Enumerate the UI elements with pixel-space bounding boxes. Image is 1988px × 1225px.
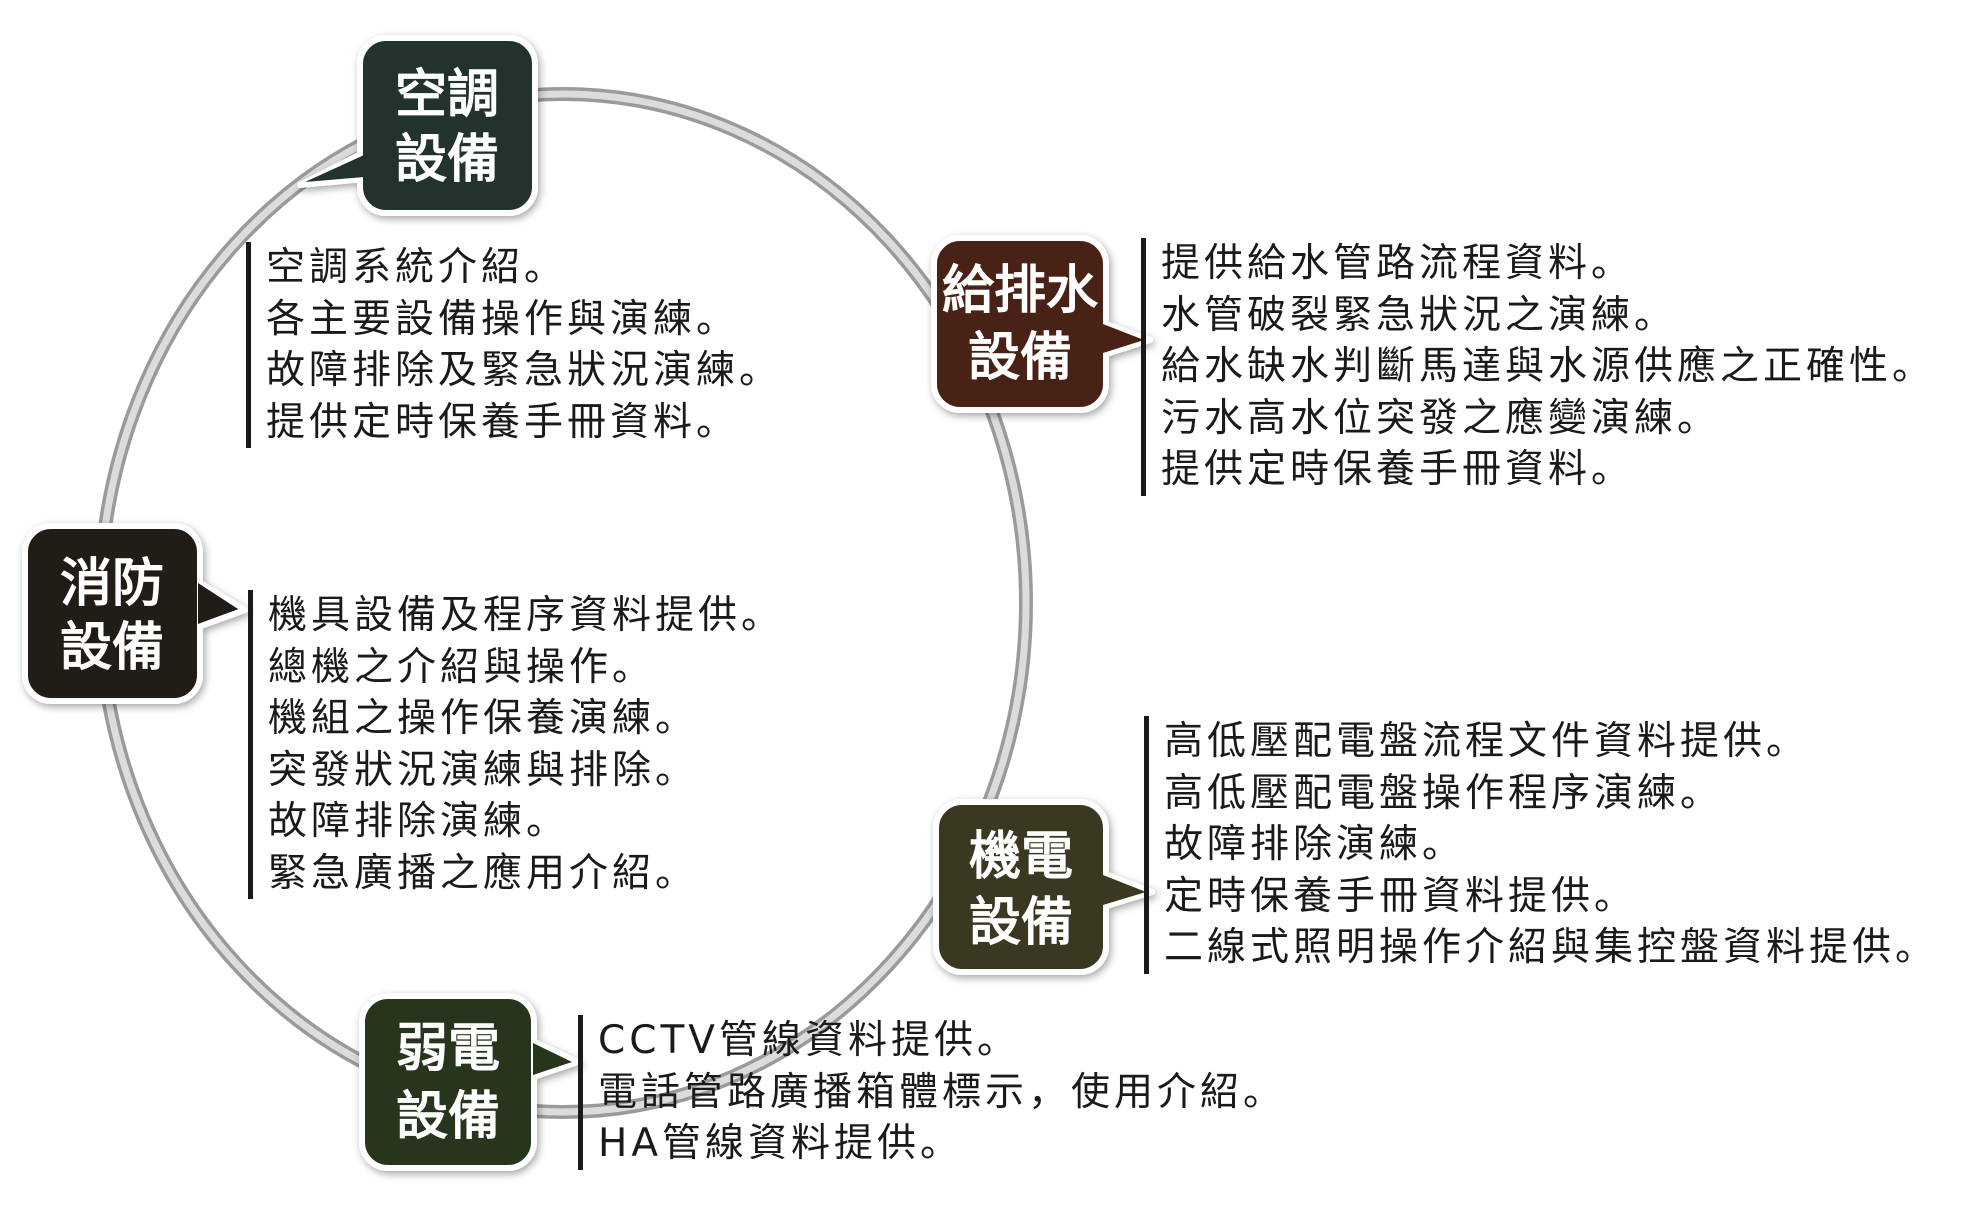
electrical-equipment-title-line-1: 機電 (969, 827, 1073, 887)
fire-equipment-callout: 消防 設備 (22, 523, 248, 704)
fire-equipment-item-list: 機具設備及程序資料提供。 總機之介紹與操作。 機組之操作保養演練。 突發狀況演練… (248, 590, 784, 899)
list-item: 故障排除及緊急狀況演練。 (266, 348, 783, 393)
ac-equipment-item-list: 空調系統介紹。 各主要設備操作與演練。 故障排除及緊急狀況演練。 提供定時保養手… (246, 242, 782, 448)
low-voltage-equipment-title-line-1: 弱電 (396, 1019, 500, 1079)
list-item: 電話管路廣播箱體標示，使用介紹。 (598, 1069, 1287, 1115)
plumbing-equipment-item-list: 提供給水管路流程資料。 水管破裂緊急狀況之演練。 給水缺水判斷馬達與水源供應之正… (1141, 238, 1935, 496)
list-item: 水管破裂緊急狀況之演練。 (1161, 292, 1678, 338)
fire-equipment-title-line-1: 消防 (60, 554, 164, 614)
list-item: 空調系統介紹。 (266, 245, 568, 290)
list-item: 二線式照明操作介紹與集控盤資料提供。 (1164, 925, 1939, 970)
list-item: 提供定時保養手冊資料。 (266, 399, 740, 445)
ac-equipment-title-line-2: 設備 (395, 130, 499, 190)
list-item: 緊急廣播之應用介紹。 (268, 850, 699, 896)
list-item: 高低壓配電盤流程文件資料提供。 (1164, 719, 1810, 764)
list-item: 各主要設備操作與演練。 (266, 296, 740, 342)
electrical-equipment-title-line-2: 設備 (969, 893, 1073, 953)
plumbing-equipment-title-line-2: 設備 (968, 328, 1072, 388)
list-item: 提供定時保養手冊資料。 (1161, 447, 1635, 492)
low-voltage-equipment-callout: 弱電 設備 (359, 993, 581, 1171)
list-item: 機具設備及程序資料提供。 (268, 593, 785, 638)
ac-equipment-callout: 空調 設備 (297, 35, 538, 216)
list-item: 突發狀況演練與排除。 (268, 747, 699, 793)
list-item: 定時保養手冊資料提供。 (1164, 873, 1638, 919)
plumbing-equipment-title-line-1: 給排水 (942, 261, 1099, 321)
low-voltage-equipment-title-line-2: 設備 (396, 1087, 500, 1147)
list-item: 高低壓配電盤操作程序演練。 (1164, 770, 1724, 816)
list-item: CCTV管線資料提供。 (598, 1018, 1020, 1063)
list-item: 給水缺水判斷馬達與水源供應之正確性。 (1161, 344, 1936, 389)
plumbing-equipment-callout: 給排水 設備 (931, 235, 1153, 413)
ac-equipment-title-line-1: 空調 (395, 65, 499, 125)
list-item: 污水高水位突發之應變演練。 (1161, 395, 1721, 441)
list-item: 故障排除演練。 (1164, 822, 1466, 867)
electrical-equipment-callout: 機電 設備 (933, 799, 1155, 975)
electrical-equipment-item-list: 高低壓配電盤流程文件資料提供。 高低壓配電盤操作程序演練。 故障排除演練。 定時… (1144, 716, 1938, 974)
low-voltage-equipment-item-list: CCTV管線資料提供。 電話管路廣播箱體標示，使用介紹。 HA管線資料提供。 (578, 1015, 1286, 1170)
list-item: HA管線資料提供。 (598, 1121, 964, 1166)
list-item: 提供給水管路流程資料。 (1161, 241, 1635, 286)
list-item: 總機之介紹與操作。 (268, 644, 656, 690)
list-item: 故障排除演練。 (268, 799, 570, 844)
fire-equipment-title-line-2: 設備 (60, 618, 164, 678)
list-item: 機組之操作保養演練。 (268, 696, 699, 741)
